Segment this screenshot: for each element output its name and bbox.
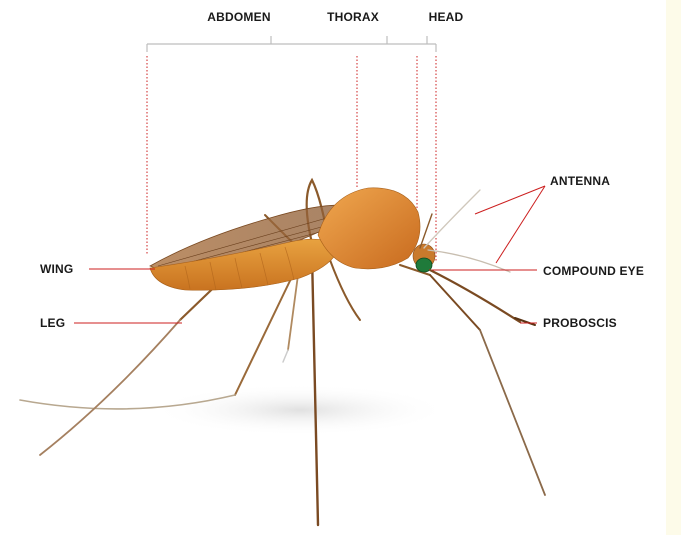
thorax-label: THORAX <box>327 10 379 24</box>
mosquito-proboscis <box>430 270 520 322</box>
ground-shadow <box>150 384 450 436</box>
mosquito-thorax <box>318 188 420 269</box>
leg-label: LEG <box>40 316 65 330</box>
compound-eye-label: COMPOUND EYE <box>543 264 644 278</box>
head-label: HEAD <box>429 10 464 24</box>
abdomen-label: ABDOMEN <box>207 10 270 24</box>
antenna-label: ANTENNA <box>550 174 610 188</box>
wing-label: WING <box>40 262 73 276</box>
proboscis-label: PROBOSCIS <box>543 316 617 330</box>
body-section-bracket <box>147 36 436 52</box>
